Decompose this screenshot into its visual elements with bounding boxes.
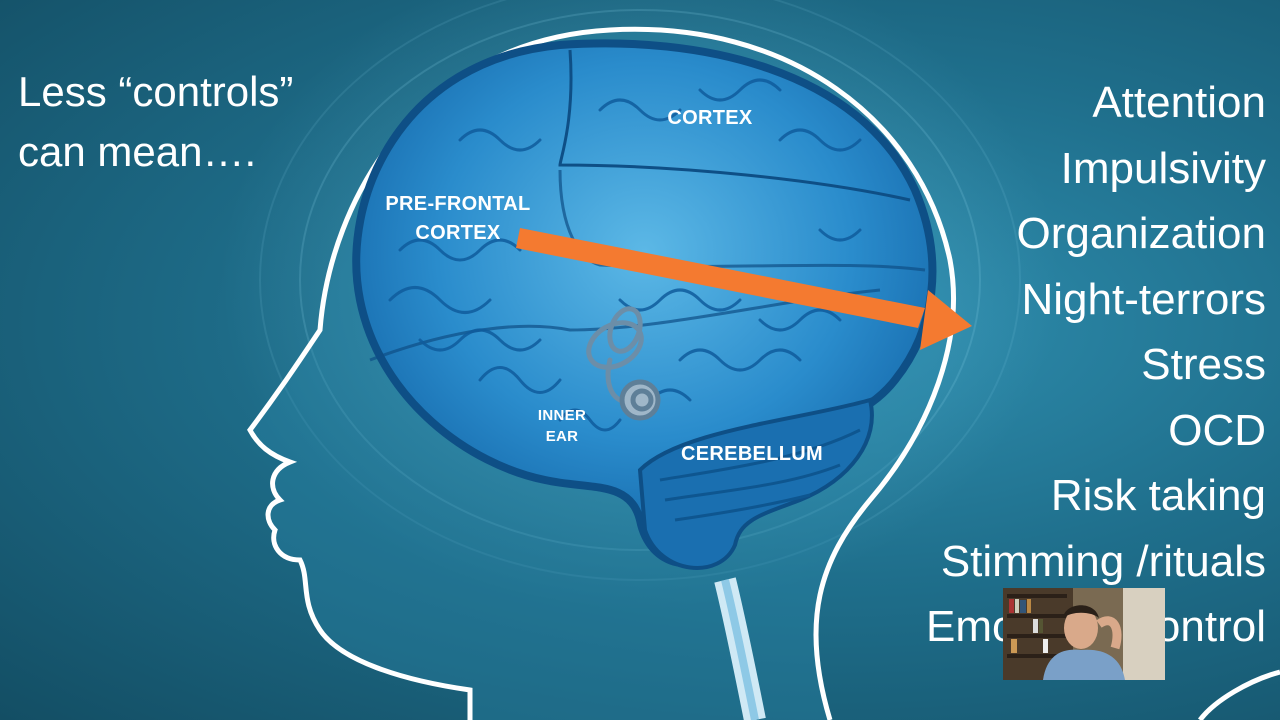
orange-arrow bbox=[516, 228, 972, 350]
list-item: Stimming /rituals bbox=[940, 536, 1266, 586]
left-heading-line-1: Less “controls” bbox=[18, 68, 294, 115]
list-item: Attention bbox=[1092, 78, 1266, 127]
list-item: Impulsivity bbox=[1060, 143, 1266, 193]
presenter-webcam[interactable] bbox=[1003, 588, 1165, 680]
cochlea-icon bbox=[586, 306, 661, 421]
label-inner-ear: INNER EAR bbox=[527, 405, 597, 447]
left-heading: Less “controls” can mean…. bbox=[18, 62, 293, 182]
symptom-list: Attention Impulsivity Organization Night… bbox=[926, 70, 1266, 660]
list-item: Organization bbox=[1016, 209, 1266, 258]
list-item: OCD bbox=[1168, 405, 1266, 455]
list-item: Risk taking bbox=[1050, 471, 1266, 520]
cerebellum-shape bbox=[637, 397, 874, 570]
list-item: Stress bbox=[1141, 340, 1266, 389]
label-prefrontal-line-2: CORTEX bbox=[415, 222, 501, 244]
label-inner-ear-line-1: INNER bbox=[537, 407, 587, 424]
label-cerebellum: CEREBELLUM bbox=[681, 443, 823, 465]
left-heading-line-2: can mean…. bbox=[18, 128, 257, 175]
webcam-video-icon bbox=[1003, 588, 1165, 680]
label-prefrontal-line-1: PRE-FRONTAL bbox=[385, 193, 531, 215]
label-inner-ear-line-2: EAR bbox=[545, 428, 579, 445]
label-prefrontal-cortex: PRE-FRONTAL CORTEX bbox=[370, 190, 546, 248]
label-cortex: CORTEX bbox=[667, 107, 753, 129]
list-item: Night-terrors bbox=[1021, 274, 1267, 324]
